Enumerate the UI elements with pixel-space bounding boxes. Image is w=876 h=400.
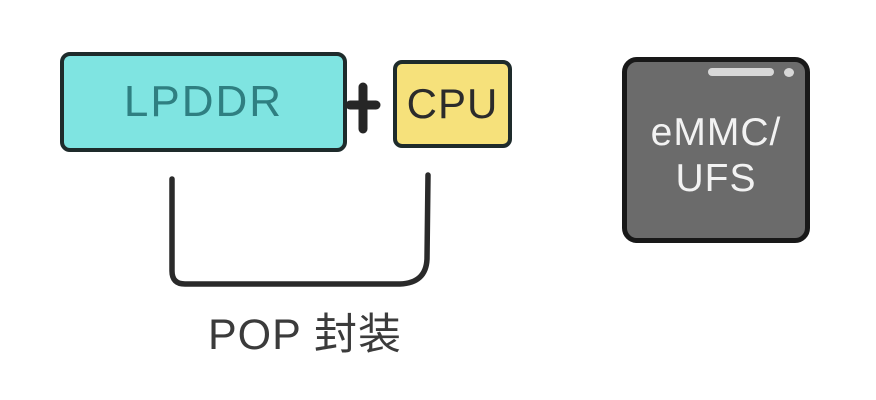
chip-gloss-dot-icon <box>784 68 794 77</box>
storage-chip-label-line2: UFS <box>675 157 757 200</box>
storage-chip: eMMC/ UFS <box>622 57 810 243</box>
cpu-label: CPU <box>406 80 499 127</box>
storage-chip-label-line1: eMMC/ <box>650 110 782 154</box>
pop-caption: POP 封装 <box>208 311 402 359</box>
cpu-chip: CPU <box>393 60 512 148</box>
plus-sign <box>344 80 382 136</box>
chip-gloss-bar-icon <box>708 68 774 76</box>
lpddr-chip: LPDDR <box>60 52 347 152</box>
plus-icon <box>345 82 381 134</box>
lpddr-label: LPDDR <box>123 77 284 126</box>
